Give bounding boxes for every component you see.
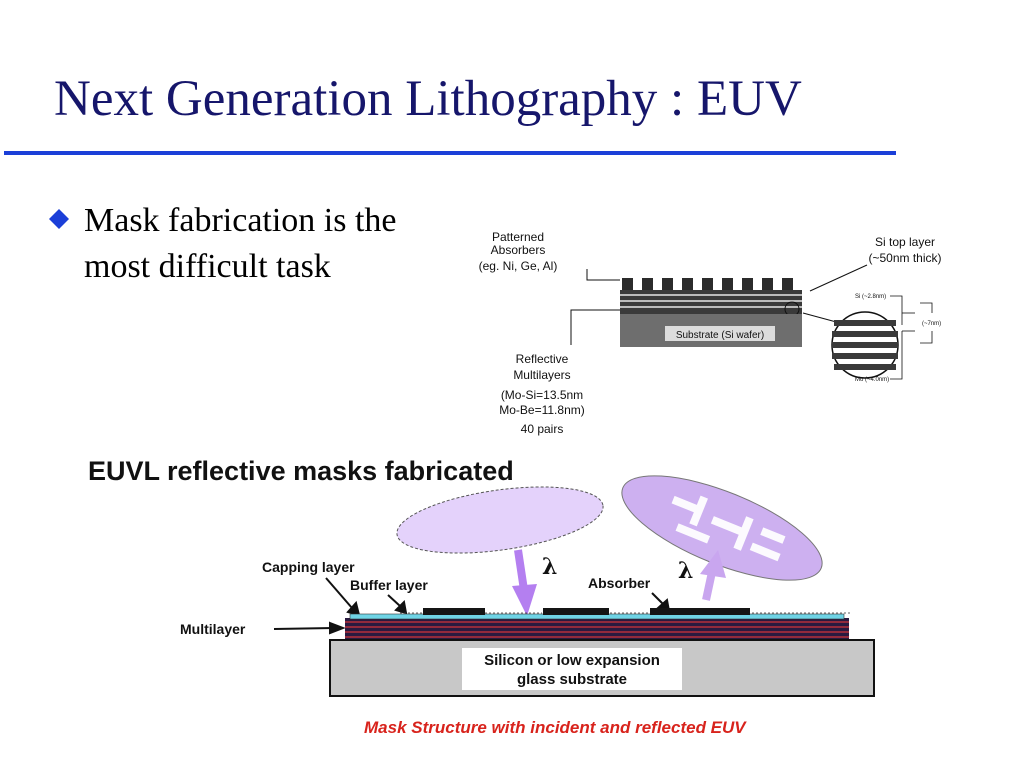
multilayer-label-3: (Mo-Si=13.5nm bbox=[501, 388, 583, 402]
capping-layer-label: Capping layer bbox=[262, 559, 355, 575]
si-thickness-label: Si (~2.8nm) bbox=[855, 294, 886, 300]
euvl-mask-structure-figure: EUVL reflective masks fabricated λ λ Cap… bbox=[88, 456, 875, 737]
absorbers-label-1: Patterned bbox=[492, 230, 544, 244]
euvl-heading: EUVL reflective masks fabricated bbox=[88, 456, 514, 486]
si-top-label-2: (~50nm thick) bbox=[868, 251, 941, 265]
bullet-text: Mask fabrication is the most difficult t… bbox=[84, 202, 397, 285]
mask-schematic-figure: Patterned Absorbers (eg. Ni, Ge, Al) Si … bbox=[479, 230, 942, 436]
multilayer-label: Multilayer bbox=[180, 621, 246, 637]
multilayer-label-1: Reflective bbox=[516, 352, 569, 366]
substrate-line-2: glass substrate bbox=[517, 671, 627, 688]
slide-title: Next Generation Lithography : EUV bbox=[54, 71, 802, 127]
buffer-layer-label: Buffer layer bbox=[350, 577, 428, 593]
substrate-line-1: Silicon or low expansion bbox=[484, 652, 660, 669]
reflected-euv-arrow bbox=[700, 550, 726, 601]
period-label: (~7nm) bbox=[922, 321, 941, 327]
absorber-block-3 bbox=[650, 608, 750, 615]
absorber-label: Absorber bbox=[588, 575, 651, 591]
substrate-label: Substrate (Si wafer) bbox=[676, 330, 764, 341]
multilayer-label-2: Multilayers bbox=[513, 368, 570, 382]
figure-caption: Mask Structure with incident and reflect… bbox=[364, 718, 747, 737]
title-underline bbox=[4, 151, 896, 155]
absorber-block-1 bbox=[423, 608, 485, 615]
si-top-label-1: Si top layer bbox=[875, 235, 935, 249]
diamond-bullet-icon bbox=[49, 209, 69, 229]
absorbers-label-2: Absorbers bbox=[491, 243, 546, 257]
incident-euv-arrow bbox=[512, 549, 537, 616]
multilayer-label-5: 40 pairs bbox=[521, 422, 564, 436]
absorber-block-2 bbox=[543, 608, 609, 615]
multilayer-label-4: Mo-Be=11.8nm) bbox=[499, 403, 584, 417]
incident-beam-ellipse bbox=[396, 486, 604, 554]
lambda-incident: λ bbox=[542, 554, 557, 580]
mo-thickness-label: Mo (~4.0nm) bbox=[855, 377, 889, 383]
absorbers-label-3: (eg. Ni, Ge, Al) bbox=[479, 259, 558, 273]
lambda-reflected: λ bbox=[678, 558, 693, 584]
reflected-beam-ellipse bbox=[621, 475, 823, 581]
